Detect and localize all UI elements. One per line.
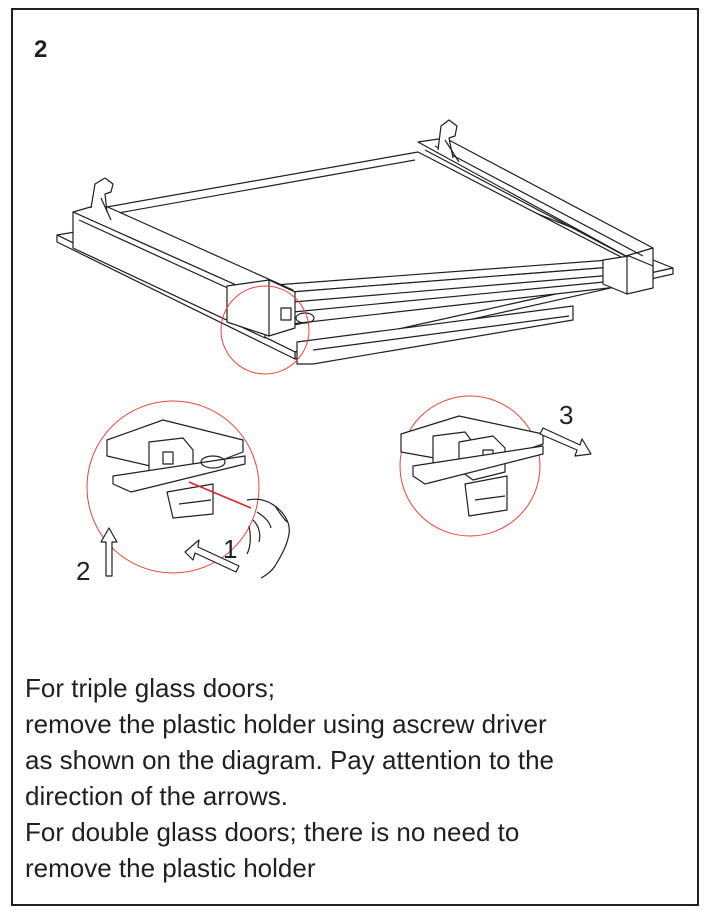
arrow-label-2: 2 — [76, 556, 90, 586]
left-frame-rail — [72, 203, 294, 339]
step-number: 2 — [34, 36, 48, 63]
arrow-label-3: 3 — [559, 400, 573, 430]
right-hinge — [437, 119, 460, 163]
screwdriver-blade — [188, 481, 252, 509]
caption-line: direction of the arrows. — [25, 781, 289, 811]
detail-callout-circle — [220, 285, 310, 375]
arrow-label-1: 1 — [223, 534, 237, 564]
instruction-text: For triple glass doors; remove the plast… — [25, 670, 685, 886]
right-plastic-holder — [602, 255, 654, 295]
detail-view-right — [399, 395, 544, 537]
arrow-3 — [539, 427, 592, 457]
left-plastic-holder — [226, 279, 315, 337]
caption-line: For double glass doors; there is no need… — [25, 817, 520, 847]
door-disassembly-diagram: 1 2 3 — [56, 119, 674, 586]
left-hinge — [90, 177, 114, 221]
arrow-2 — [100, 527, 118, 577]
arrow-1 — [184, 539, 240, 573]
caption-line: remove the plastic holder using ascrew d… — [25, 709, 547, 739]
hand-illustration — [246, 498, 290, 579]
detail-view-left — [86, 400, 290, 579]
caption-line: as shown on the diagram. Pay attention t… — [25, 745, 555, 775]
caption-line: For triple glass doors; — [25, 673, 275, 703]
caption-line: remove the plastic holder — [25, 853, 316, 883]
